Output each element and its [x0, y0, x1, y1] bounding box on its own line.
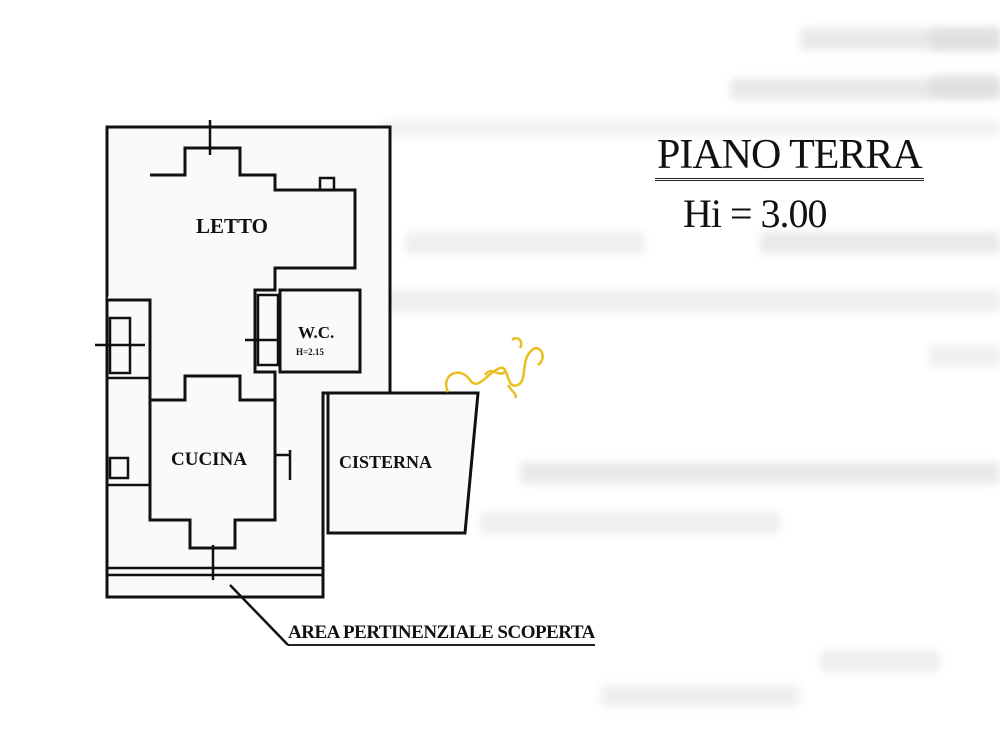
room-cucina	[148, 374, 277, 550]
label-cisterna: CISTERNA	[339, 452, 432, 472]
label-cucina: CUCINA	[171, 449, 247, 470]
floor-title: PIANO TERRA	[655, 132, 924, 181]
label-wc-height: H=2.15	[296, 347, 324, 357]
signature-mark	[444, 337, 544, 399]
label-wc: W.C.	[298, 323, 334, 342]
room-wc	[278, 288, 362, 374]
label-letto: LETTO	[196, 214, 268, 238]
ceiling-height: Hi = 3.00	[683, 191, 828, 236]
outdoor-area-label: AREA PERTINENZIALE SCOPERTA	[288, 622, 595, 646]
room-cisterna	[326, 391, 480, 535]
